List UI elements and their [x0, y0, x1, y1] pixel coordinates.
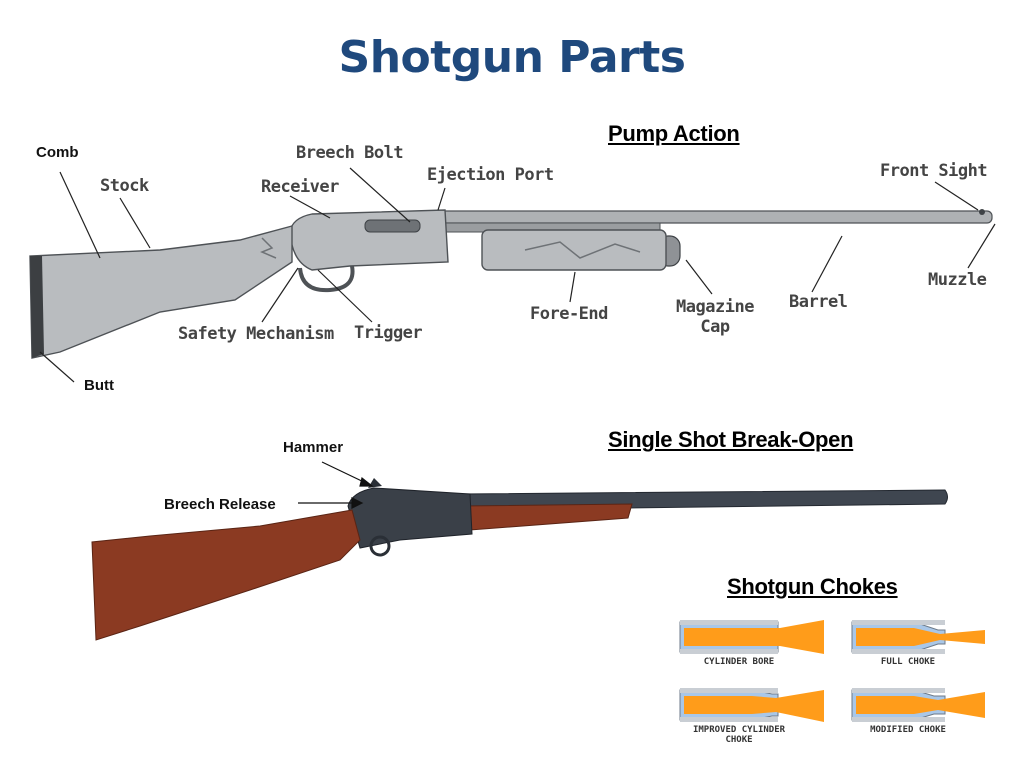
receiver-shape: [289, 209, 449, 271]
arrow-hammer-head: [359, 476, 374, 487]
label-receiver: Receiver: [261, 177, 339, 197]
label-magazine-cap-line1: Magazine: [676, 297, 754, 317]
arrow-hammer: [321, 461, 369, 485]
trigger-guard-shape: [298, 265, 355, 293]
pump-leader-lines: [39, 167, 996, 383]
page-title: Shotgun Parts: [338, 32, 686, 83]
barrel-shape: [439, 210, 993, 224]
choke-label-improved-line2: CHOKE: [725, 735, 753, 745]
leader-safety: [261, 267, 299, 323]
break-stock-shape: [91, 509, 361, 641]
break-open-shotgun: [91, 478, 948, 641]
label-muzzle: Muzzle: [928, 270, 987, 290]
break-trigger-guard: [369, 535, 391, 557]
butt-pad-shape: [30, 256, 44, 358]
label-magazine-cap-line2: Cap: [700, 317, 730, 337]
leader-stock: [119, 197, 151, 249]
choke-modified-graphic: [851, 688, 985, 722]
break-fore-end-shape: [461, 503, 633, 531]
label-fore-end: Fore-End: [530, 304, 608, 324]
label-hammer: Hammer: [283, 439, 344, 456]
choke-label-modified: MODIFIED CHOKE: [870, 725, 946, 735]
leader-butt: [39, 351, 75, 383]
choke-label-cylinder: CYLINDER BORE: [703, 657, 775, 667]
label-stock: Stock: [100, 176, 149, 196]
chokes-heading: Shotgun Chokes: [727, 574, 898, 599]
break-open-heading: Single Shot Break-Open: [608, 427, 854, 452]
leader-comb: [59, 171, 101, 259]
leader-barrel: [811, 235, 843, 293]
label-butt: Butt: [84, 377, 114, 394]
label-safety-mechanism: Safety Mechanism: [178, 324, 334, 344]
front-sight-shape: [979, 209, 985, 215]
leader-breech-bolt: [349, 167, 411, 223]
choke-label-improved-line1: IMPROVED CYLINDER: [692, 725, 786, 735]
break-receiver-shape: [347, 487, 473, 549]
label-comb: Comb: [36, 144, 79, 161]
label-breech-bolt: Breech Bolt: [296, 143, 404, 163]
ejection-port-shape: [364, 219, 421, 233]
pump-action-heading: Pump Action: [608, 121, 740, 146]
label-trigger: Trigger: [354, 323, 423, 343]
choke-label-improved: IMPROVED CYLINDER CHOKE: [680, 725, 798, 745]
choke-full-graphic: [851, 620, 985, 654]
choke-improved-graphic: [679, 688, 824, 722]
label-barrel: Barrel: [789, 292, 848, 312]
arrow-breech-release-head: [351, 497, 364, 509]
leader-trigger: [317, 269, 373, 323]
choke-cylinder-graphic: [679, 620, 824, 654]
leader-magazine-cap: [685, 259, 713, 295]
label-breech-release: Breech Release: [164, 496, 276, 513]
fore-end-grooves: [524, 241, 641, 259]
stock-shape: [29, 225, 293, 359]
leader-muzzle: [967, 223, 996, 269]
fore-end-shape: [481, 229, 667, 271]
label-front-sight: Front Sight: [880, 161, 988, 181]
grip-checkering: [260, 237, 277, 259]
choke-label-full: FULL CHOKE: [880, 657, 936, 667]
leader-fore-end: [569, 271, 576, 303]
break-leader-arrows: [298, 461, 374, 509]
label-magazine-cap: Magazine Cap: [676, 297, 754, 337]
leader-receiver: [289, 195, 331, 219]
leader-ejection-port: [437, 187, 446, 211]
pump-shotgun: [29, 209, 993, 359]
leader-front-sight: [934, 181, 979, 211]
label-ejection-port: Ejection Port: [427, 165, 554, 185]
